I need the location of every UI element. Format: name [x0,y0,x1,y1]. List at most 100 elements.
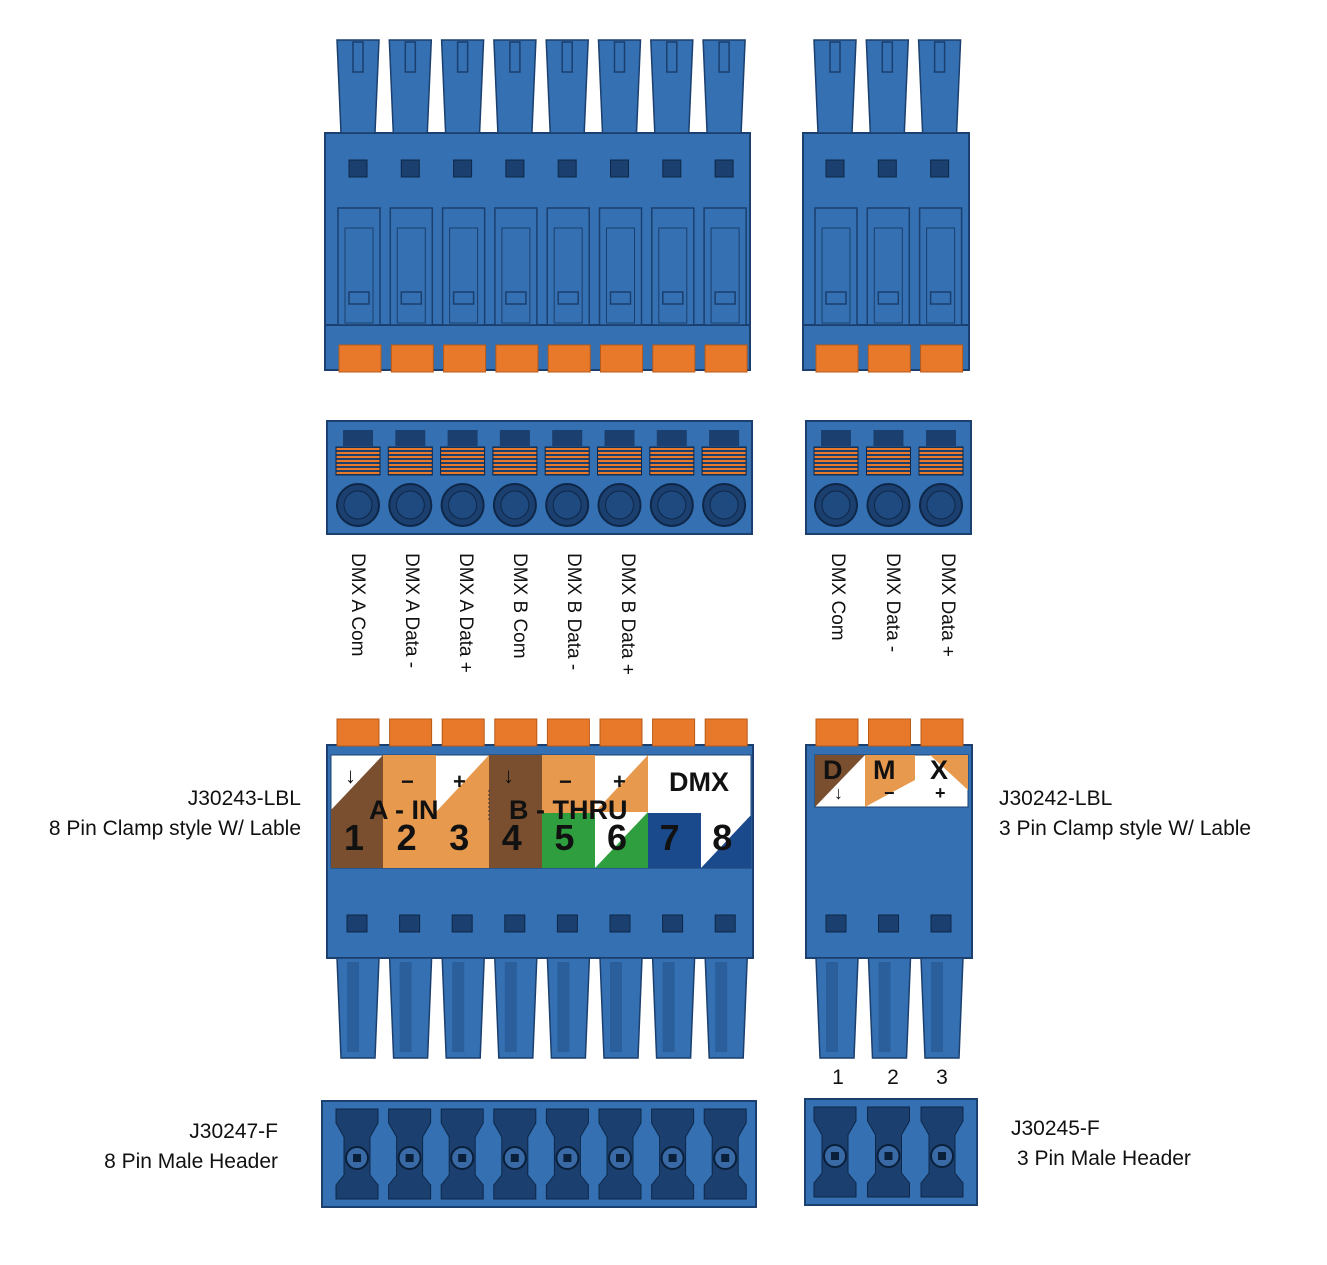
hdr3-pin-2 [884,1152,893,1160]
tv8-hole-inner-3 [448,490,478,520]
pin-number-4: 4 [501,817,522,858]
top8-lever-3 [441,207,486,326]
header3-pin-2: 2 [887,1066,899,1089]
top8-lever-inner-4 [501,227,531,324]
lc8-window-4 [504,914,526,933]
top8-lever-notch-5 [557,291,579,305]
hdr8-description: 8 Pin Male Header [104,1150,278,1173]
lc8-tube-shade-4 [504,962,517,1052]
wire-label-8pin-6: DMX B Data + [617,553,638,675]
tv8-spring-6 [597,446,642,476]
top8-button-7 [652,344,696,373]
lc8-tube-shade-2 [399,962,412,1052]
top8-button-8 [704,344,748,373]
wire-label-3pin-1: DMX Com [827,553,848,641]
lc3-button-3 [920,718,964,747]
lbl8-part-number: J30243-LBL [187,787,301,810]
lc8-button-8 [704,718,748,747]
label-8pin [330,754,752,869]
label-3pin-text: D M X ↓ − + [815,755,968,807]
hdr3-description: 3 Pin Male Header [1017,1147,1191,1170]
top8-lever-inner-8 [710,227,740,324]
header3-pin-1: 1 [832,1066,844,1089]
top3-tube-slot-2 [881,41,894,73]
top8-tube-7 [650,39,694,134]
wire-label-3pin-3: DMX Data + [937,553,958,658]
top8-tube-slot-5 [561,41,573,73]
lc8-window-7 [662,914,684,933]
symbol-pin-6: + [613,769,626,794]
lbl3-part-number: J30242-LBL [999,787,1113,810]
lbl3-description: 3 Pin Clamp style W/ Lable [999,817,1252,840]
top8-tube-4 [493,39,537,134]
lc8-tube-shade-7 [662,962,675,1052]
wire-label-8pin-2: DMX A Data - [401,553,422,669]
lc8-tube-shade-5 [557,962,570,1052]
lc8-window-2 [399,914,421,933]
tv8-slot-8 [709,430,740,446]
top8-lever-inner-5 [553,227,583,324]
top8-lever-notch-1 [348,291,370,305]
tv8-slot-3 [447,430,478,446]
caption-hdr3: J30245-F 3 Pin Male Header [1011,1114,1191,1174]
top3-window-3 [930,159,950,178]
top8-button-1 [338,344,382,373]
top8-tube-slot-3 [456,41,469,73]
caption-hdr8: J30247-F 8 Pin Male Header [104,1117,278,1177]
hdr8-pin-4 [510,1154,519,1162]
top8-lever-inner-2 [396,227,426,324]
top3-tube-2 [865,39,910,134]
top8-button-2 [390,344,434,373]
lc8-tube-shade-3 [452,962,465,1052]
lc3-tube-shade-1 [826,962,838,1052]
tv8-hole-inner-1 [343,490,373,520]
wire-label-8pin-4: DMX B Com [509,553,530,659]
symbol-pin-2: − [401,769,414,794]
top8-lever-7 [651,207,695,326]
hdr8-pin-2 [405,1154,414,1162]
top3-button-3 [920,344,964,373]
pin-number-7: 7 [659,817,680,858]
top8-tube-slot-2 [404,41,417,73]
lc8-window-3 [451,914,473,933]
top8-tube-6 [597,39,642,134]
tv3-spring-3 [918,446,964,476]
top8-lever-2 [389,207,434,326]
top8-lever-4 [494,207,538,326]
top8-tube-slot-8 [718,41,730,73]
symbol-x: + [935,783,946,803]
top8-lever-inner-3 [449,227,479,324]
tv3-spring-2 [866,446,911,476]
top3-lever-3 [918,207,963,326]
tv8-spring-7 [649,446,695,476]
symbol-pin-1: ↓ [345,763,356,788]
hdr8-pin-6 [616,1154,624,1162]
wire-label-8pin-5: DMX B Data - [563,553,584,671]
dmx-label: DMX [669,767,729,797]
top3-window-2 [877,159,897,178]
top8-lever-inner-6 [606,227,635,324]
lc8-window-5 [556,914,578,933]
tv3-slot-2 [873,430,904,446]
tv8-hole-inner-8 [709,490,739,520]
top8-window-7 [662,159,682,178]
top3-lever-notch-2 [877,291,900,305]
top3-tube-slot-1 [829,41,841,73]
hdr3-pin-1 [831,1152,839,1160]
tv3-slot-3 [926,430,956,446]
top8-button-5 [547,344,591,373]
wire-label-8pin-1: DMX A Com [347,553,368,657]
tv3-hole-inner-2 [874,490,903,520]
lbl8-description: 8 Pin Clamp style W/ Lable [48,817,301,840]
tv3-spring-1 [813,446,859,476]
tv8-slot-6 [604,430,635,446]
lc3-tube-shade-2 [878,962,891,1052]
top8-window-3 [453,159,473,178]
top3-window-1 [825,159,845,178]
pin-number-2: 2 [396,817,417,858]
top8-window-6 [610,159,629,178]
hdr8-pin-5 [563,1154,572,1162]
top8-window-1 [348,159,368,178]
